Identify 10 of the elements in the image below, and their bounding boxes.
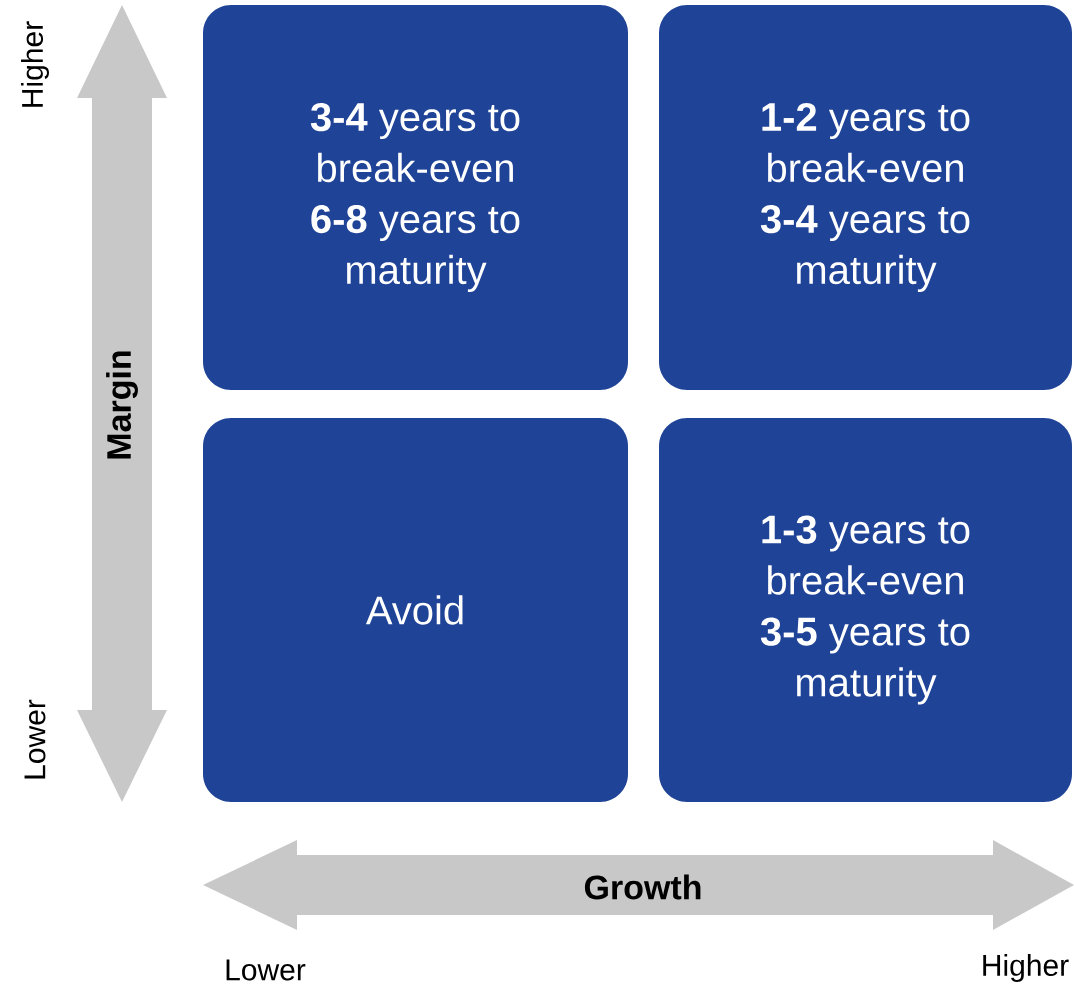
axis-end-label: Lower — [24, 699, 46, 779]
quadrant-box: Avoid — [203, 418, 628, 802]
axis-end-label: Lower — [226, 959, 306, 981]
axis-end-label: Higher — [21, 21, 49, 107]
quadrant-box: 1-3 years to break-even 3-5 years to maturity — [659, 418, 1072, 802]
axis-title: Margin — [106, 351, 138, 459]
axis-end-label: Higher — [983, 954, 1069, 982]
axis-title: Growth — [584, 874, 701, 900]
quadrant-box: 1-2 years to break-even 3-4 years to maturity — [659, 5, 1072, 390]
quadrant-box: 3-4 years to break-even 6-8 years to maturity — [203, 5, 628, 390]
